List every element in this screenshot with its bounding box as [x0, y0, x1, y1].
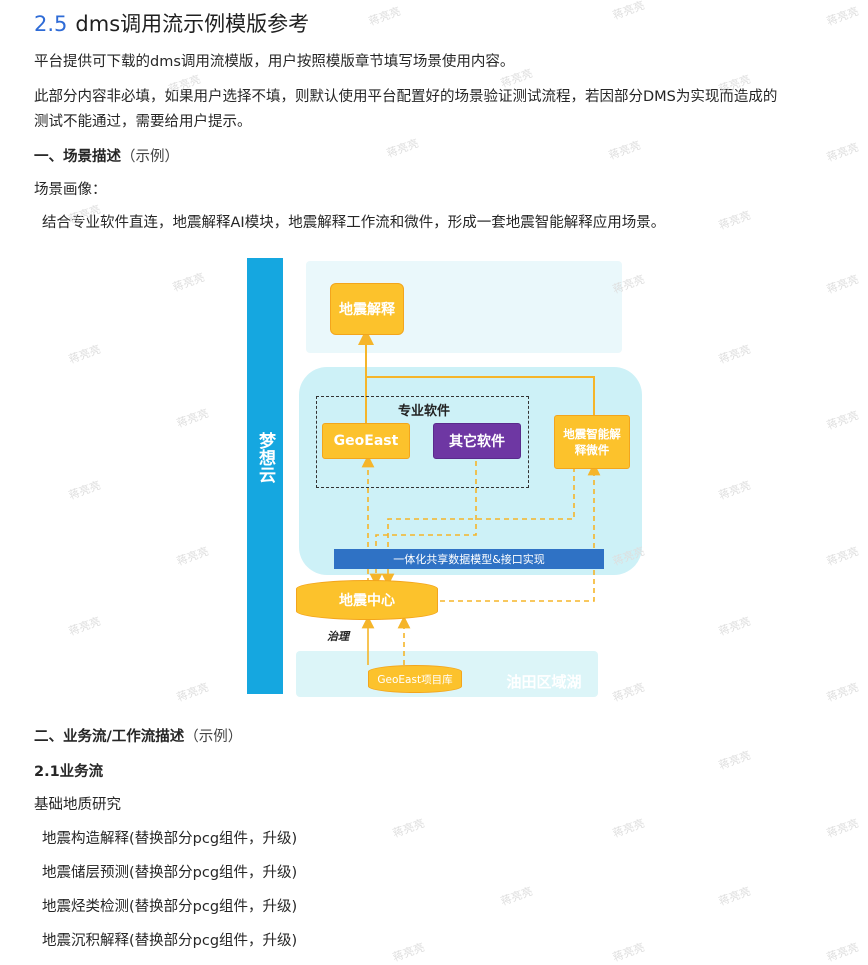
workflow-item-3: 地震烃类检测(替换部分pcg组件，升级): [42, 899, 298, 915]
workflow-item-2: 地震储层预测(替换部分pcg组件，升级): [42, 865, 298, 881]
watermark: 蒋亮亮: [716, 614, 753, 639]
watermark: 蒋亮亮: [716, 342, 753, 367]
cloud-label-bar: 梦想云: [247, 258, 283, 694]
workflow-category: 基础地质研究: [34, 797, 121, 813]
watermark: 蒋亮亮: [824, 680, 861, 705]
watermark: 蒋亮亮: [610, 816, 647, 841]
watermark: 蒋亮亮: [824, 4, 861, 29]
professional-software-group: [316, 396, 529, 488]
intro-paragraph-1: 平台提供可下载的dms调用流模版，用户按照模版章节填写场景使用内容。: [34, 54, 515, 70]
scene-portrait-text: 结合专业软件直连，地震解释AI模块，地震解释工作流和微件，形成一套地震智能解释应…: [42, 215, 666, 231]
watermark: 蒋亮亮: [390, 816, 427, 841]
governance-label: 治理: [327, 630, 349, 643]
watermark: 蒋亮亮: [716, 208, 753, 233]
watermark: 蒋亮亮: [824, 272, 861, 297]
watermark: 蒋亮亮: [498, 884, 535, 909]
scene-portrait-label: 场景画像：: [34, 182, 107, 198]
zone-middle: [299, 367, 642, 575]
watermark: 蒋亮亮: [390, 940, 427, 965]
watermark: 蒋亮亮: [610, 940, 647, 965]
workflow-heading-note: （示例）: [184, 729, 243, 745]
watermark: 蒋亮亮: [824, 940, 861, 965]
watermark: 蒋亮亮: [174, 406, 211, 431]
watermark: 蒋亮亮: [366, 4, 403, 29]
watermark: 蒋亮亮: [824, 816, 861, 841]
section-title: 2.5 dms调用流示例模版参考: [34, 10, 309, 38]
workflow-sub-heading: 2.1业务流: [34, 764, 104, 780]
watermark: 蒋亮亮: [606, 138, 643, 163]
geoeast-box: GeoEast: [322, 423, 410, 459]
watermark: 蒋亮亮: [716, 478, 753, 503]
geoeast-project-db: GeoEast项目库: [368, 665, 462, 693]
watermark: 蒋亮亮: [824, 140, 861, 165]
scene-heading-text: 一、场景描述: [34, 149, 121, 165]
workflow-heading: 二、业务流/工作流描述（示例）: [34, 726, 242, 748]
watermark: 蒋亮亮: [174, 680, 211, 705]
watermark: 蒋亮亮: [716, 748, 753, 773]
scene-heading-note: （示例）: [121, 149, 179, 165]
scene-heading: 一、场景描述（示例）: [34, 146, 179, 168]
watermark: 蒋亮亮: [170, 270, 207, 295]
cloud-label: 梦想云: [255, 432, 275, 483]
seismic-interpretation-box: 地震解释: [330, 283, 404, 335]
workflow-item-4: 地震沉积解释(替换部分pcg组件，升级): [42, 933, 298, 949]
intro-paragraph-2-line-1: 此部分内容非必填，如果用户选择不填，则默认使用平台配置好的场景验证测试流程，若因…: [34, 89, 778, 105]
seismic-center-cylinder: 地震中心: [296, 580, 438, 620]
data-model-bar: 一体化共享数据模型&接口实现: [334, 549, 604, 569]
oilfield-region-lake-label: 油田区域湖: [506, 672, 582, 691]
watermark: 蒋亮亮: [66, 614, 103, 639]
watermark: 蒋亮亮: [174, 544, 211, 569]
watermark: 蒋亮亮: [716, 884, 753, 909]
watermark: 蒋亮亮: [66, 478, 103, 503]
watermark: 蒋亮亮: [610, 0, 647, 23]
scene-diagram: 梦想云 地震解释 专业软件 GeoEast 其它软件 地震智能解释微件 一体化共…: [244, 255, 646, 697]
watermark: 蒋亮亮: [384, 136, 421, 161]
watermark: 蒋亮亮: [824, 544, 861, 569]
workflow-item-1: 地震构造解释(替换部分pcg组件，升级): [42, 831, 298, 847]
seismic-smart-widget-box: 地震智能解释微件: [554, 415, 630, 469]
section-title-text: dms调用流示例模版参考: [75, 12, 310, 36]
section-number: 2.5: [34, 12, 68, 36]
other-software-box: 其它软件: [433, 423, 521, 459]
professional-software-label: 专业软件: [397, 403, 450, 419]
watermark: 蒋亮亮: [66, 342, 103, 367]
workflow-heading-text: 二、业务流/工作流描述: [34, 729, 185, 745]
intro-paragraph-2-line-2: 测试不能通过，需要给用户提示。: [34, 114, 252, 130]
watermark: 蒋亮亮: [824, 408, 861, 433]
